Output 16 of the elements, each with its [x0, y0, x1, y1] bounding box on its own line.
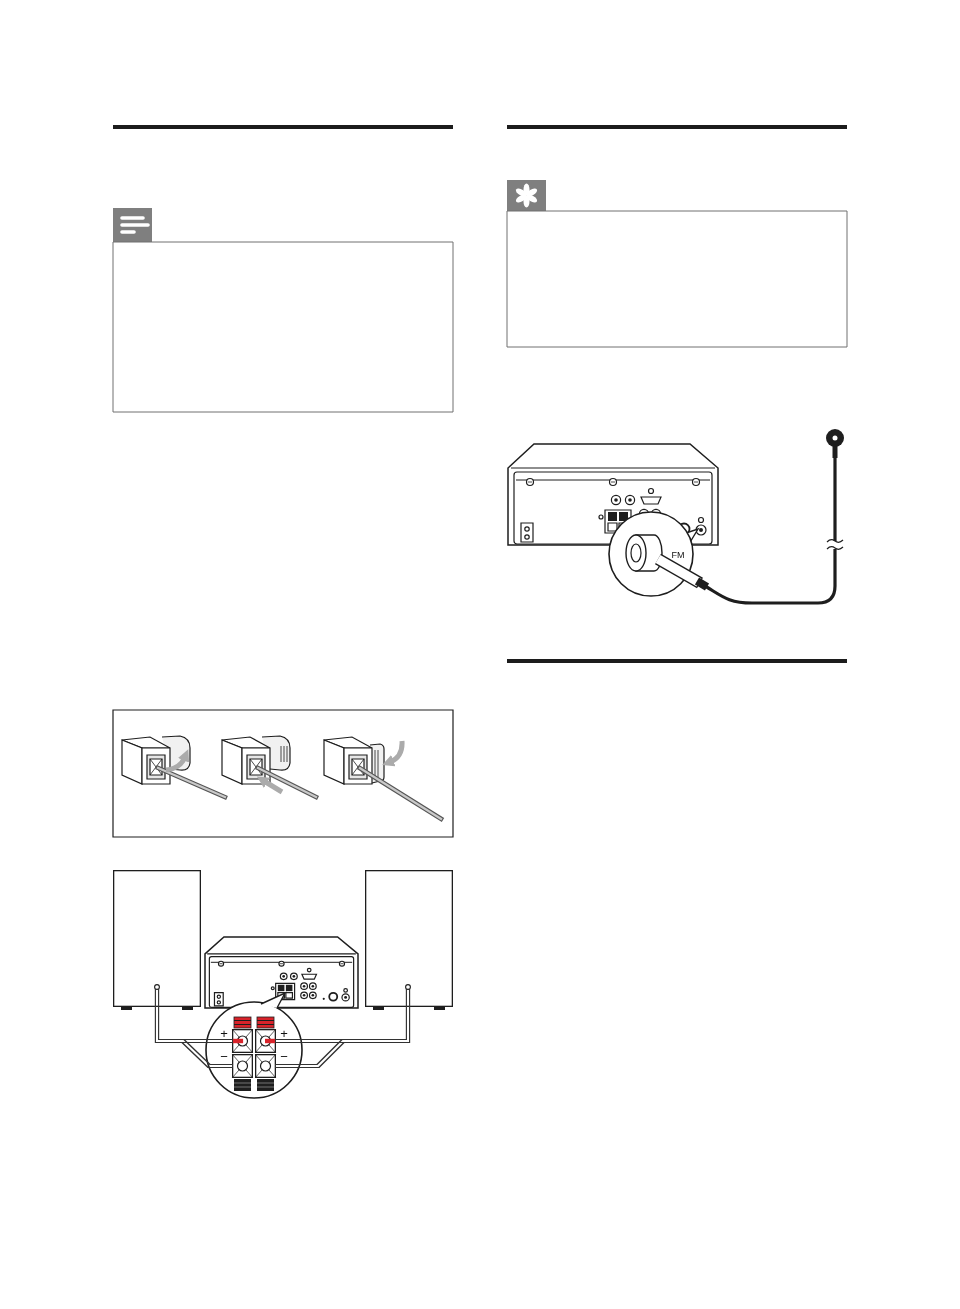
speaker-wire: [155, 990, 232, 1068]
polarity-sign: +: [280, 1026, 288, 1040]
polarity-sign: −: [220, 1049, 228, 1063]
polarity-sign: +: [220, 1026, 228, 1040]
speaker-wire: [276, 990, 410, 1068]
jack-icon: [405, 984, 411, 990]
speaker-terminal: [255, 1029, 276, 1053]
speaker-drawing: [113, 870, 201, 1011]
speaker-terminal: [232, 1029, 253, 1053]
jack-icon: [154, 984, 160, 990]
polarity-sign: −: [280, 1049, 288, 1063]
speaker-drawing: [365, 870, 453, 1011]
speaker-terminal: [232, 1054, 253, 1078]
port-label: FM: [671, 550, 685, 560]
magnifier-circle: [204, 990, 304, 1100]
speaker-terminal: [255, 1054, 276, 1078]
